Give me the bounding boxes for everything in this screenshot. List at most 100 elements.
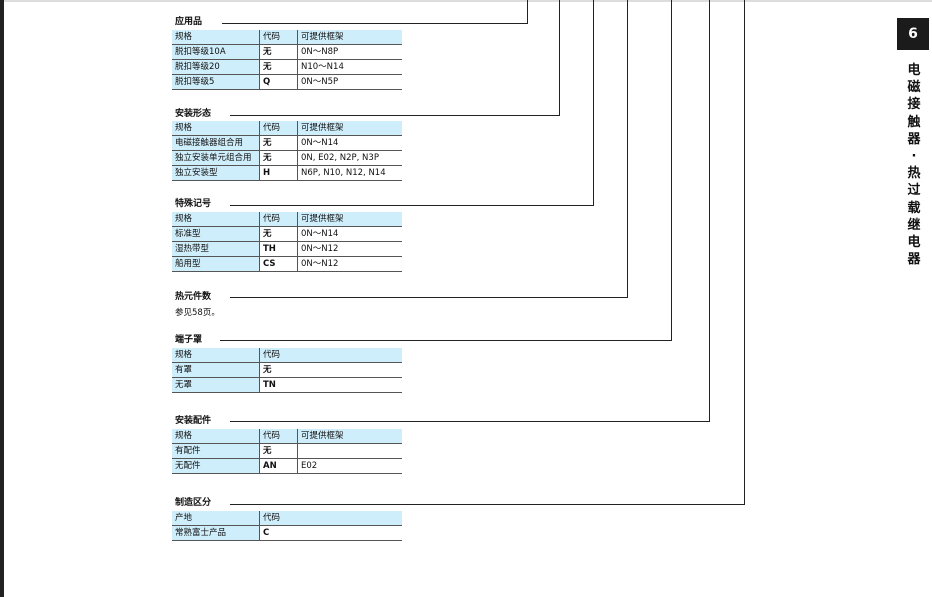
spec-cell: 脱扣等级20: [172, 59, 260, 75]
table-row: 船用型 CS 0N～N12: [172, 256, 402, 272]
frame-cell: 0N, E02, N2P, N3P: [297, 150, 402, 166]
spec-cell: 湿热带型: [172, 241, 260, 257]
code-cell: 无: [259, 226, 298, 242]
connector-line: [230, 421, 710, 422]
chapter-title-char: 继: [907, 217, 921, 233]
table-row: 无罩 TN: [172, 377, 402, 393]
table-row: 脱扣等级10A 无 0N～N8P: [172, 44, 402, 60]
header-cell: 代码: [259, 30, 298, 45]
chapter-title-char: 器: [907, 131, 921, 147]
header-cell: 规格: [172, 30, 260, 45]
section-title: 特殊记号: [175, 199, 212, 209]
chapter-title-char: 接: [907, 97, 921, 113]
table-row: 无配件 AN E02: [172, 458, 402, 474]
table-header-row: 规格 代码: [172, 348, 402, 363]
connector-line: [559, 0, 560, 115]
table-header-row: 规格 代码 可提供框架: [172, 30, 402, 45]
frame-cell: 0N～N14: [297, 226, 402, 242]
spec-cell: 电磁接触器组合用: [172, 135, 260, 151]
frame-cell: 0N～N12: [297, 256, 402, 272]
page-top-edge: [4, 0, 932, 2]
spec-cell: 脱扣等级10A: [172, 44, 260, 60]
chapter-tab[interactable]: 6: [897, 18, 929, 50]
code-cell: 无: [259, 59, 298, 75]
section-title: 安装配件: [175, 416, 212, 426]
connector-line: [671, 0, 672, 340]
frame-cell: N10～N14: [297, 59, 402, 75]
chapter-title-char: ·: [911, 149, 917, 165]
connector-line: [222, 23, 528, 24]
chapter-title-char: 载: [907, 200, 921, 216]
table-header-row: 规格 代码 可提供框架: [172, 121, 402, 136]
table-row: 电磁接触器组合用 无 0N～N14: [172, 135, 402, 151]
code-cell: TH: [259, 241, 298, 257]
code-cell: AN: [259, 458, 298, 474]
header-cell: 代码: [259, 348, 402, 363]
chapter-title-char: 触: [907, 114, 921, 130]
connector-line: [230, 205, 594, 206]
table-row: 脱扣等级20 无 N10～N14: [172, 59, 402, 75]
spec-table: 规格 代码 可提供框架 电磁接触器组合用 无 0N～N14 独立安装单元组合用 …: [172, 121, 402, 181]
spec-cell: 有配件: [172, 443, 260, 459]
reference-note: 参见58页。: [175, 308, 220, 318]
code-cell: 无: [259, 135, 298, 151]
connector-line: [220, 340, 672, 341]
connector-line: [527, 0, 528, 23]
table-header-row: 规格 代码 可提供框架: [172, 212, 402, 227]
spec-cell: 无罩: [172, 377, 260, 393]
connector-line: [709, 0, 710, 421]
code-cell: Q: [259, 74, 298, 90]
table-row: 脱扣等级5 Q 0N～N5P: [172, 74, 402, 90]
header-cell: 代码: [259, 429, 298, 444]
chapter-title-char: 热: [907, 166, 921, 182]
header-cell: 可提供框架: [297, 212, 402, 227]
connector-line: [627, 0, 628, 297]
section-title: 制造区分: [175, 498, 212, 508]
code-cell: H: [259, 165, 298, 181]
spec-table: 规格 代码 有罩 无 无罩 TN: [172, 348, 402, 393]
header-cell: 可提供框架: [297, 30, 402, 45]
spec-cell: 独立安装型: [172, 165, 260, 181]
table-row: 独立安装型 H N6P, N10, N12, N14: [172, 165, 402, 181]
table-row: 有罩 无: [172, 362, 402, 378]
code-cell: TN: [259, 377, 402, 393]
spec-table: 规格 代码 可提供框架 标准型 无 0N～N14 湿热带型 TH 0N～N12 …: [172, 212, 402, 272]
table-row: 独立安装单元组合用 无 0N, E02, N2P, N3P: [172, 150, 402, 166]
frame-cell: 0N～N14: [297, 135, 402, 151]
chapter-title-char: 器: [907, 252, 921, 268]
connector-line: [230, 504, 745, 505]
frame-cell: E02: [297, 458, 402, 474]
section-title: 端子罩: [175, 335, 203, 345]
table-row: 标准型 无 0N～N14: [172, 226, 402, 242]
header-cell: 产地: [172, 511, 260, 526]
connector-line: [230, 297, 628, 298]
spec-cell: 独立安装单元组合用: [172, 150, 260, 166]
code-cell: 无: [259, 150, 298, 166]
code-cell: 无: [259, 362, 402, 378]
chapter-title-char: 电: [907, 235, 921, 251]
chapter-title: 电 磁 接 触 器 · 热 过 载 继 电 器: [902, 62, 926, 268]
header-cell: 代码: [259, 212, 298, 227]
spec-cell: 有罩: [172, 362, 260, 378]
table-header-row: 规格 代码 可提供框架: [172, 429, 402, 444]
section-title: 热元件数: [175, 292, 212, 302]
chapter-title-char: 过: [907, 183, 921, 199]
spec-table: 产地 代码 常熟富士产品 C: [172, 511, 402, 541]
header-cell: 可提供框架: [297, 429, 402, 444]
spec-cell: 脱扣等级5: [172, 74, 260, 90]
connector-line: [230, 115, 560, 116]
header-cell: 代码: [259, 511, 402, 526]
spec-cell: 无配件: [172, 458, 260, 474]
table-row: 湿热带型 TH 0N～N12: [172, 241, 402, 257]
code-cell: C: [259, 525, 402, 541]
chapter-title-char: 电: [907, 63, 921, 78]
frame-cell: [297, 443, 402, 459]
code-cell: 无: [259, 443, 298, 459]
section-title: 安装形态: [175, 109, 212, 119]
header-cell: 规格: [172, 212, 260, 227]
header-cell: 规格: [172, 121, 260, 136]
connector-line: [593, 0, 594, 205]
spec-cell: 标准型: [172, 226, 260, 242]
table-header-row: 产地 代码: [172, 511, 402, 526]
table-row: 有配件 无: [172, 443, 402, 459]
